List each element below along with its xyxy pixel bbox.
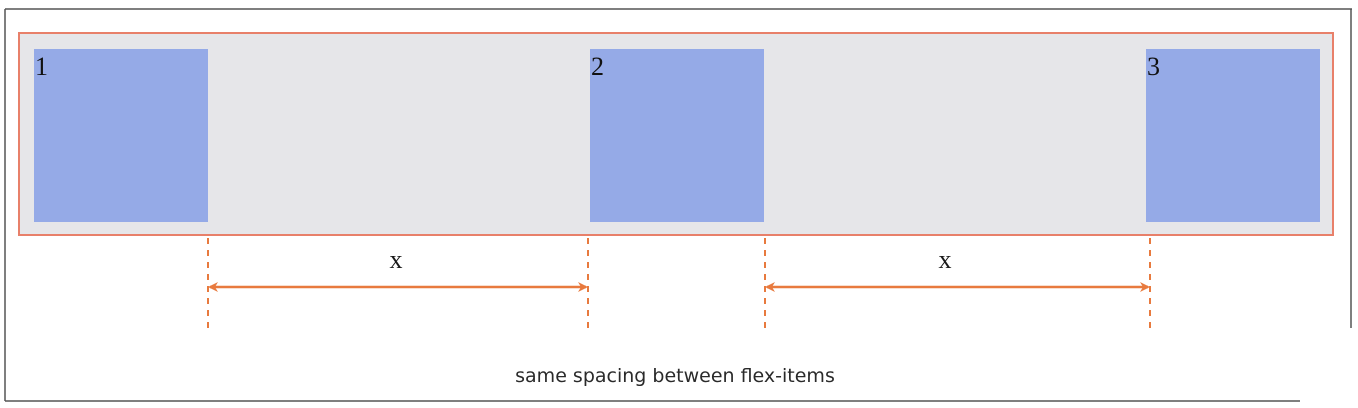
- guide-lines: [207, 238, 1151, 332]
- caption: same spacing between flex-items: [515, 365, 835, 387]
- flex-item-label: 1: [35, 52, 48, 81]
- flex-container: 1 2 3: [18, 32, 1334, 236]
- flex-item-2: 2: [590, 49, 764, 222]
- image-frame: [4, 8, 1352, 402]
- spacing-label-1: x: [390, 245, 403, 274]
- flex-item-3: 3: [1146, 49, 1320, 222]
- flex-item-label: 3: [1147, 52, 1160, 81]
- spacing-label-2: x: [939, 245, 952, 274]
- flex-item-1: 1: [34, 49, 208, 222]
- flex-item-label: 2: [591, 52, 604, 81]
